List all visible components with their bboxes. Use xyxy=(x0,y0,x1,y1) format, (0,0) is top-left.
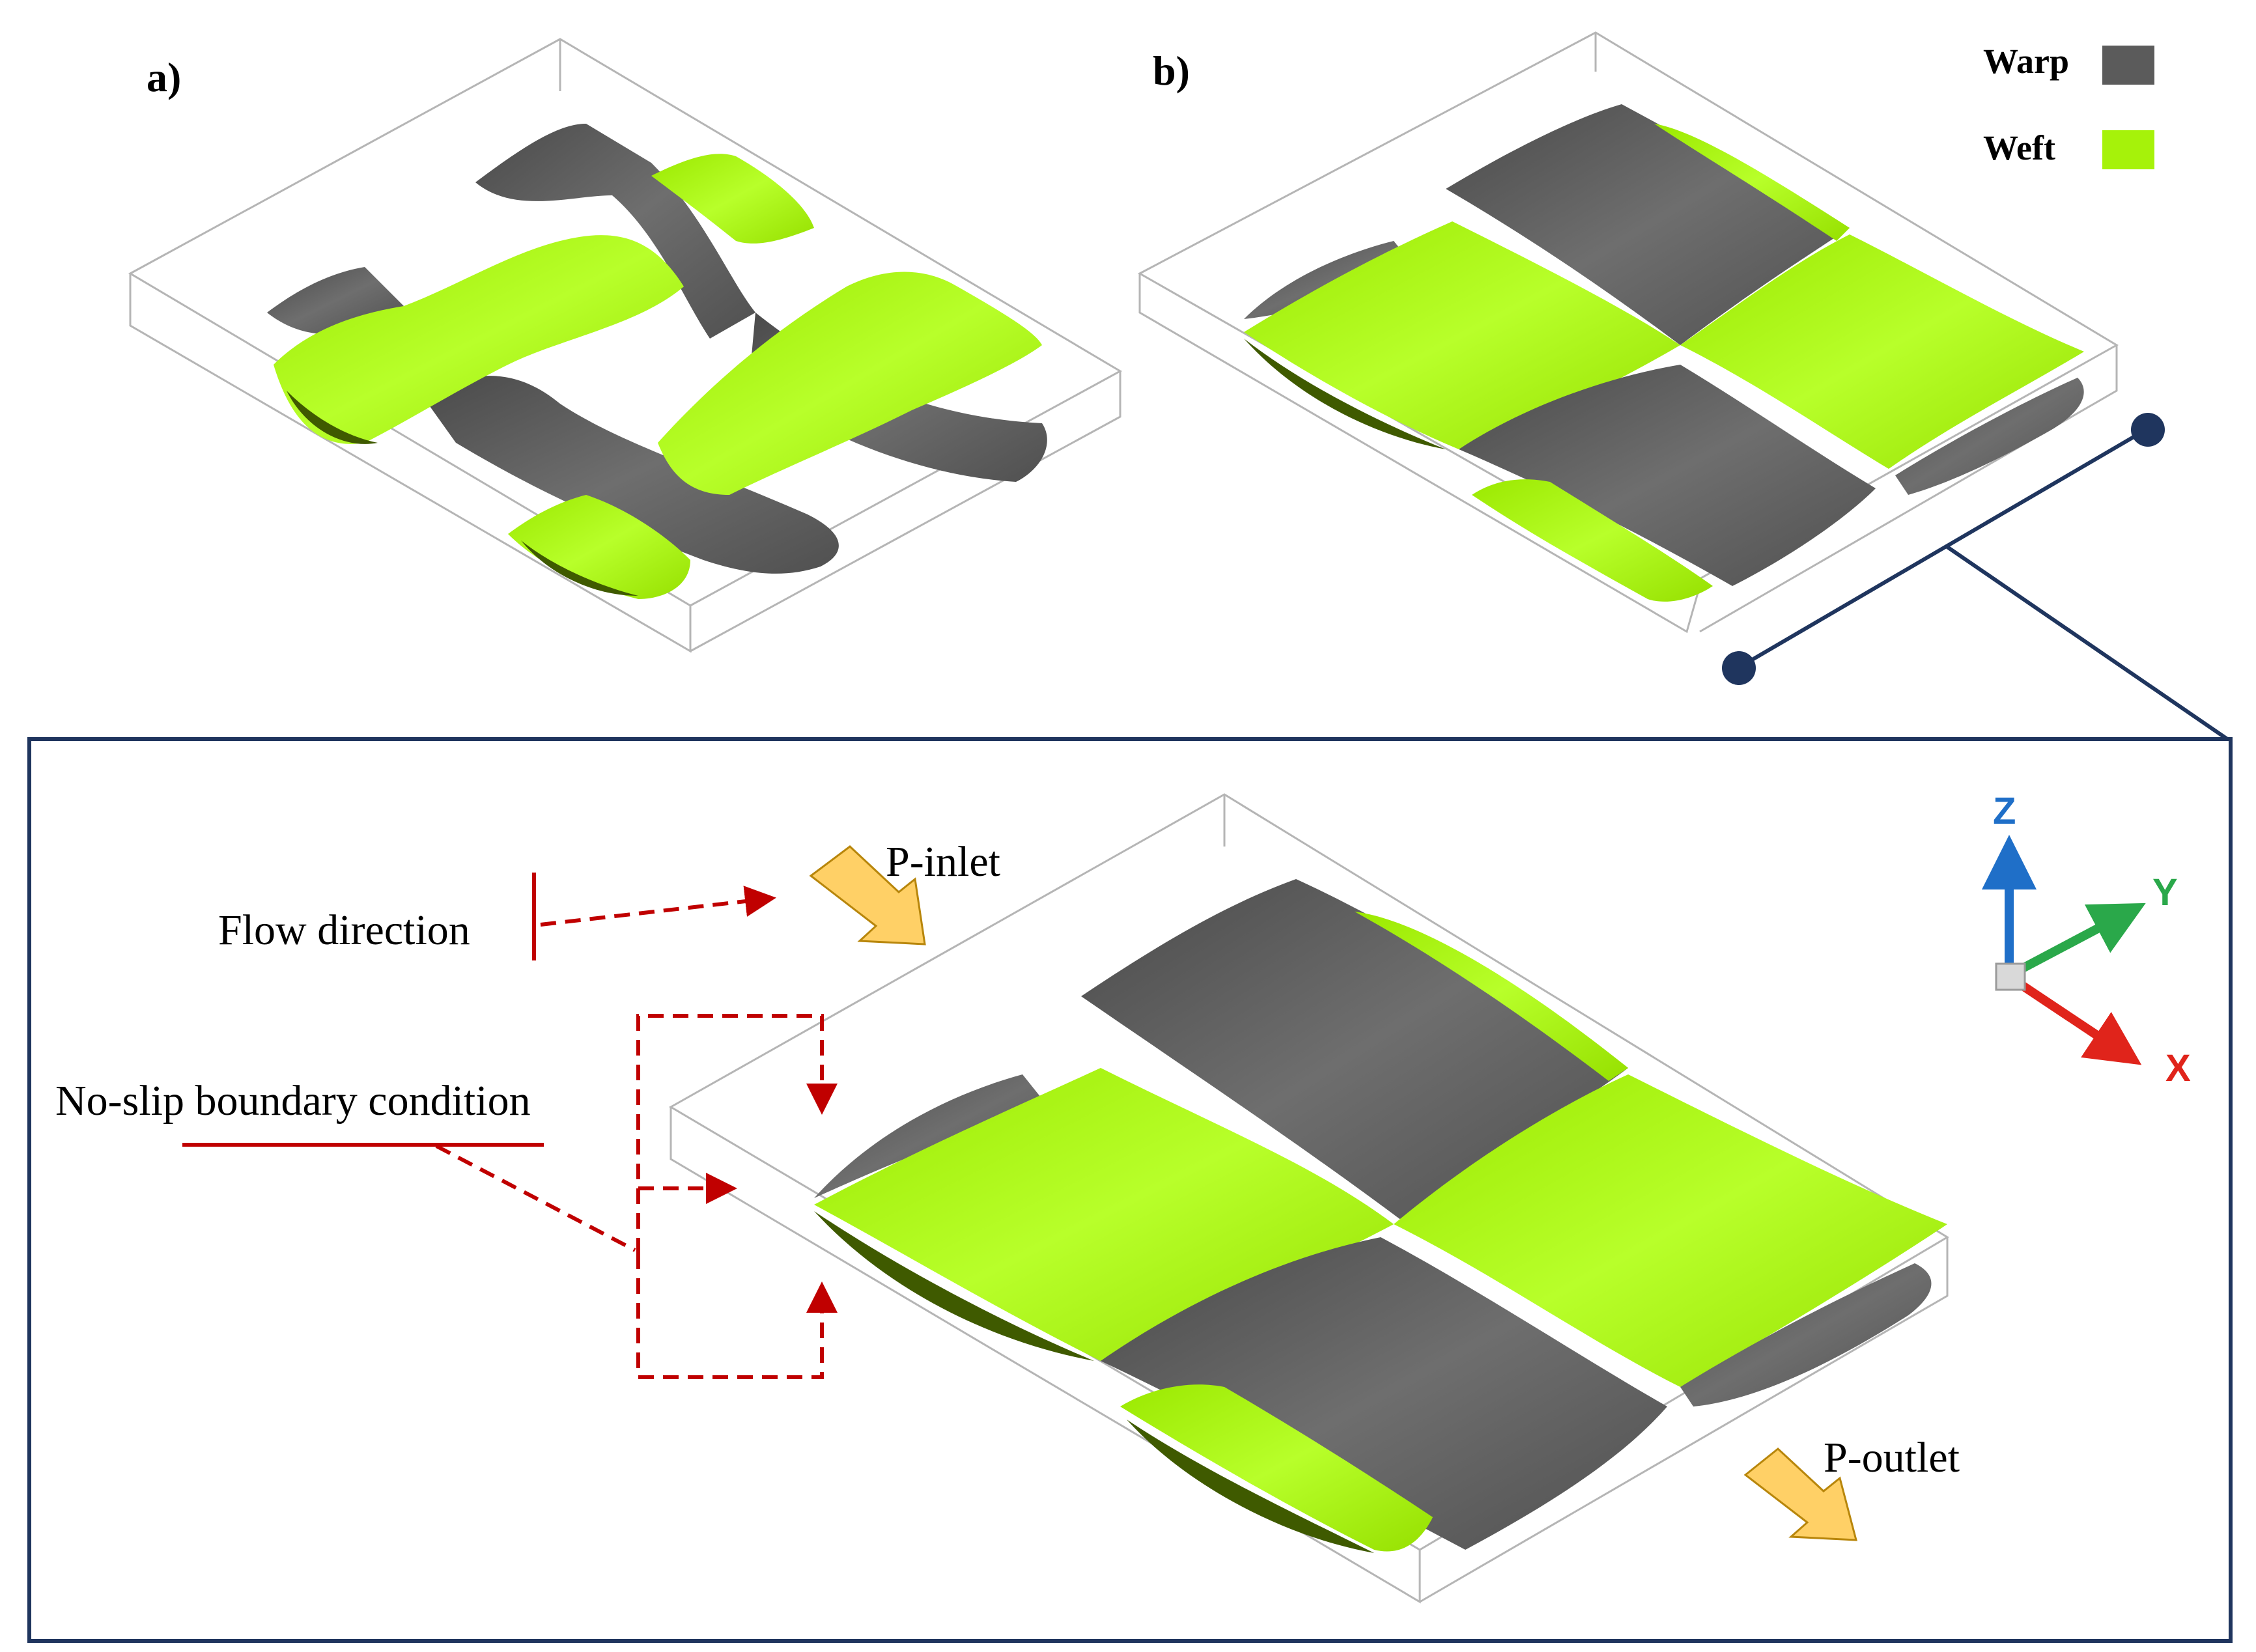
legend-label-weft: Weft xyxy=(1983,128,2055,167)
x-axis-label: X xyxy=(2165,1047,2191,1089)
z-axis-label: Z xyxy=(1993,790,2016,832)
panel-a: a) xyxy=(128,38,1123,653)
zoom-connector xyxy=(1722,413,2229,741)
y-axis-arrow xyxy=(2016,903,2146,975)
x-axis-arrow xyxy=(2016,979,2142,1065)
outlet-arrow-icon xyxy=(1743,1448,1857,1541)
no-slip-leader xyxy=(182,1014,838,1379)
no-slip-label: No-slip boundary condition xyxy=(55,1077,531,1125)
panel-a-weft-yarn xyxy=(508,495,690,599)
inlet-arrow-icon xyxy=(809,845,926,945)
detail-weft-yarn xyxy=(1120,1384,1433,1552)
inlet-label: P-inlet xyxy=(886,838,1000,886)
legend-swatch-weft xyxy=(2102,130,2154,169)
legend-label-warp: Warp xyxy=(1983,42,2069,81)
connector-dot-top xyxy=(2131,413,2165,447)
axis-triad: Z Y X xyxy=(1982,790,2191,1089)
panel-b-weft-yarn xyxy=(1680,234,2084,469)
y-axis-label: Y xyxy=(2152,871,2178,914)
flow-direction-leader xyxy=(532,873,776,960)
detail-warp-yarn xyxy=(1101,1237,1667,1550)
panel-a-domain-box xyxy=(128,38,1123,653)
connector-dot-bottom xyxy=(1722,651,1756,685)
detail-warp-yarn xyxy=(1680,1263,1932,1407)
legend-swatch-warp xyxy=(2102,46,2154,85)
panel-a-weft-yarn xyxy=(658,272,1042,495)
panel-b-weft-yarn xyxy=(1244,221,1680,449)
legend: Warp Weft xyxy=(1983,42,2154,169)
detail-weft-yarn xyxy=(1394,1074,1947,1387)
flow-direction-label: Flow direction xyxy=(218,906,470,954)
detail-warp-yarn xyxy=(814,1074,1049,1198)
detail-warp-yarn xyxy=(1081,879,1628,1224)
outlet-label: P-outlet xyxy=(1824,1434,1960,1481)
panel-b-weft-yarn xyxy=(1654,124,1850,241)
detail-weft-yarn xyxy=(1355,912,1628,1081)
panel-b-weft-yarn xyxy=(1472,479,1713,602)
panel-b: b) xyxy=(1137,31,2119,634)
panel-a-warp-yarn xyxy=(475,124,755,339)
origin-cube-icon xyxy=(1995,962,2026,991)
panel-b-warp-yarn xyxy=(1446,104,1850,345)
panel-a-warp-yarn xyxy=(423,376,839,574)
detail-geometry xyxy=(669,793,1949,1604)
panel-a-label: a) xyxy=(147,54,181,100)
panel-a-weft-yarn-shadow xyxy=(287,391,378,444)
detail-frame xyxy=(27,737,2233,1643)
panel-a-weft-yarn xyxy=(274,235,684,444)
panel-b-label: b) xyxy=(1153,48,1190,94)
panel-a-weft-yarn xyxy=(651,154,814,244)
panel-b-warp-yarn xyxy=(1895,378,2084,495)
panel-b-warp-yarn xyxy=(1459,365,1876,586)
